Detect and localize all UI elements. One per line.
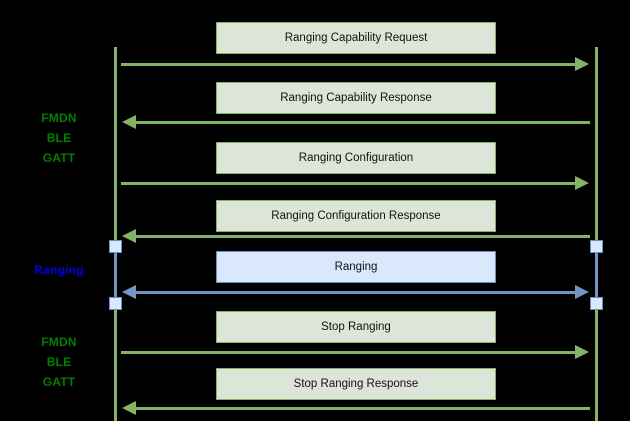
arrow-head-left-4	[122, 285, 136, 299]
message-label: Ranging Configuration	[298, 152, 414, 164]
message-arrow-4	[136, 291, 575, 294]
right-activation-node-1	[590, 297, 603, 310]
message-box-6: Stop Ranging Response	[216, 368, 496, 400]
message-label: Ranging Configuration Response	[271, 210, 441, 222]
arrow-head-left-3	[122, 229, 136, 243]
message-arrow-2	[121, 182, 575, 185]
message-box-3: Ranging Configuration Response	[216, 200, 496, 232]
message-arrow-1	[136, 121, 590, 124]
arrow-head-right-2	[575, 176, 589, 190]
message-arrow-6	[136, 407, 590, 410]
message-box-1: Ranging Capability Response	[216, 82, 496, 114]
arrow-head-right-0	[575, 57, 589, 71]
message-box-0: Ranging Capability Request	[216, 22, 496, 54]
message-arrow-3	[136, 235, 590, 238]
phase-label-0: FMDN BLE GATT	[41, 111, 77, 165]
arrow-head-right-4	[575, 285, 589, 299]
message-label: Ranging	[334, 261, 378, 273]
arrow-head-left-6	[122, 401, 136, 415]
right-activation-line	[595, 240, 598, 310]
message-arrow-0	[121, 63, 575, 66]
right-activation-node-0	[590, 240, 603, 253]
left-lifeline	[114, 47, 117, 421]
message-label: Ranging Capability Response	[280, 92, 432, 104]
arrow-head-right-5	[575, 345, 589, 359]
message-box-5: Stop Ranging	[216, 311, 496, 343]
arrow-head-left-1	[122, 115, 136, 129]
left-activation-node-0	[109, 240, 122, 253]
message-box-4: Ranging	[216, 251, 496, 283]
message-label: Ranging Capability Request	[284, 32, 428, 44]
message-label: Stop Ranging Response	[293, 378, 419, 390]
message-box-2: Ranging Configuration	[216, 142, 496, 174]
message-label: Stop Ranging	[321, 321, 391, 333]
phase-label-2: FMDN BLE GATT	[41, 335, 77, 389]
right-lifeline	[595, 47, 598, 421]
left-activation-node-1	[109, 297, 122, 310]
message-arrow-5	[121, 351, 575, 354]
phase-label-1: Ranging	[34, 263, 84, 277]
left-activation-line	[114, 240, 117, 310]
